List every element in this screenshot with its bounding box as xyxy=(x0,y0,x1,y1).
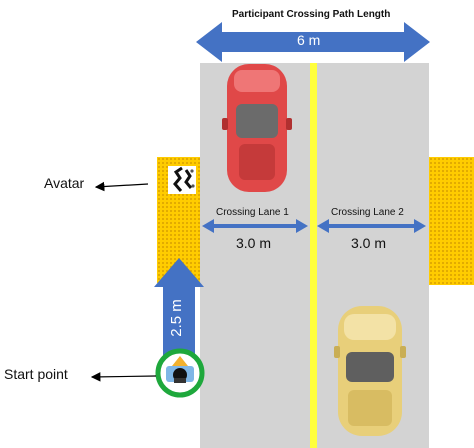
start-point-label: Start point xyxy=(4,366,68,382)
total-width-label: 6 m xyxy=(297,32,321,48)
avatar-label: Avatar xyxy=(44,175,85,191)
road-center-line xyxy=(310,63,317,448)
lane2-width-arrow xyxy=(317,219,426,233)
red-car xyxy=(222,64,292,192)
lane1-name-label: Crossing Lane 1 xyxy=(216,207,289,218)
total-width-arrow xyxy=(196,22,430,62)
lane1-width-label: 3.0 m xyxy=(236,235,272,251)
right-sidewalk xyxy=(429,157,474,285)
lane2-width-label: 3.0 m xyxy=(351,235,387,251)
lane1-width-arrow xyxy=(202,219,308,233)
start-point-marker xyxy=(155,348,205,398)
approach-length-label: 2.5 m xyxy=(168,299,185,337)
avatar-pointer-arrow xyxy=(94,181,149,192)
yellow-car xyxy=(334,306,406,436)
diagram-title: Participant Crossing Path Length xyxy=(232,9,391,20)
start-pointer-arrow xyxy=(90,372,157,382)
avatar-figure xyxy=(168,166,196,194)
lane2-name-label: Crossing Lane 2 xyxy=(331,207,404,218)
